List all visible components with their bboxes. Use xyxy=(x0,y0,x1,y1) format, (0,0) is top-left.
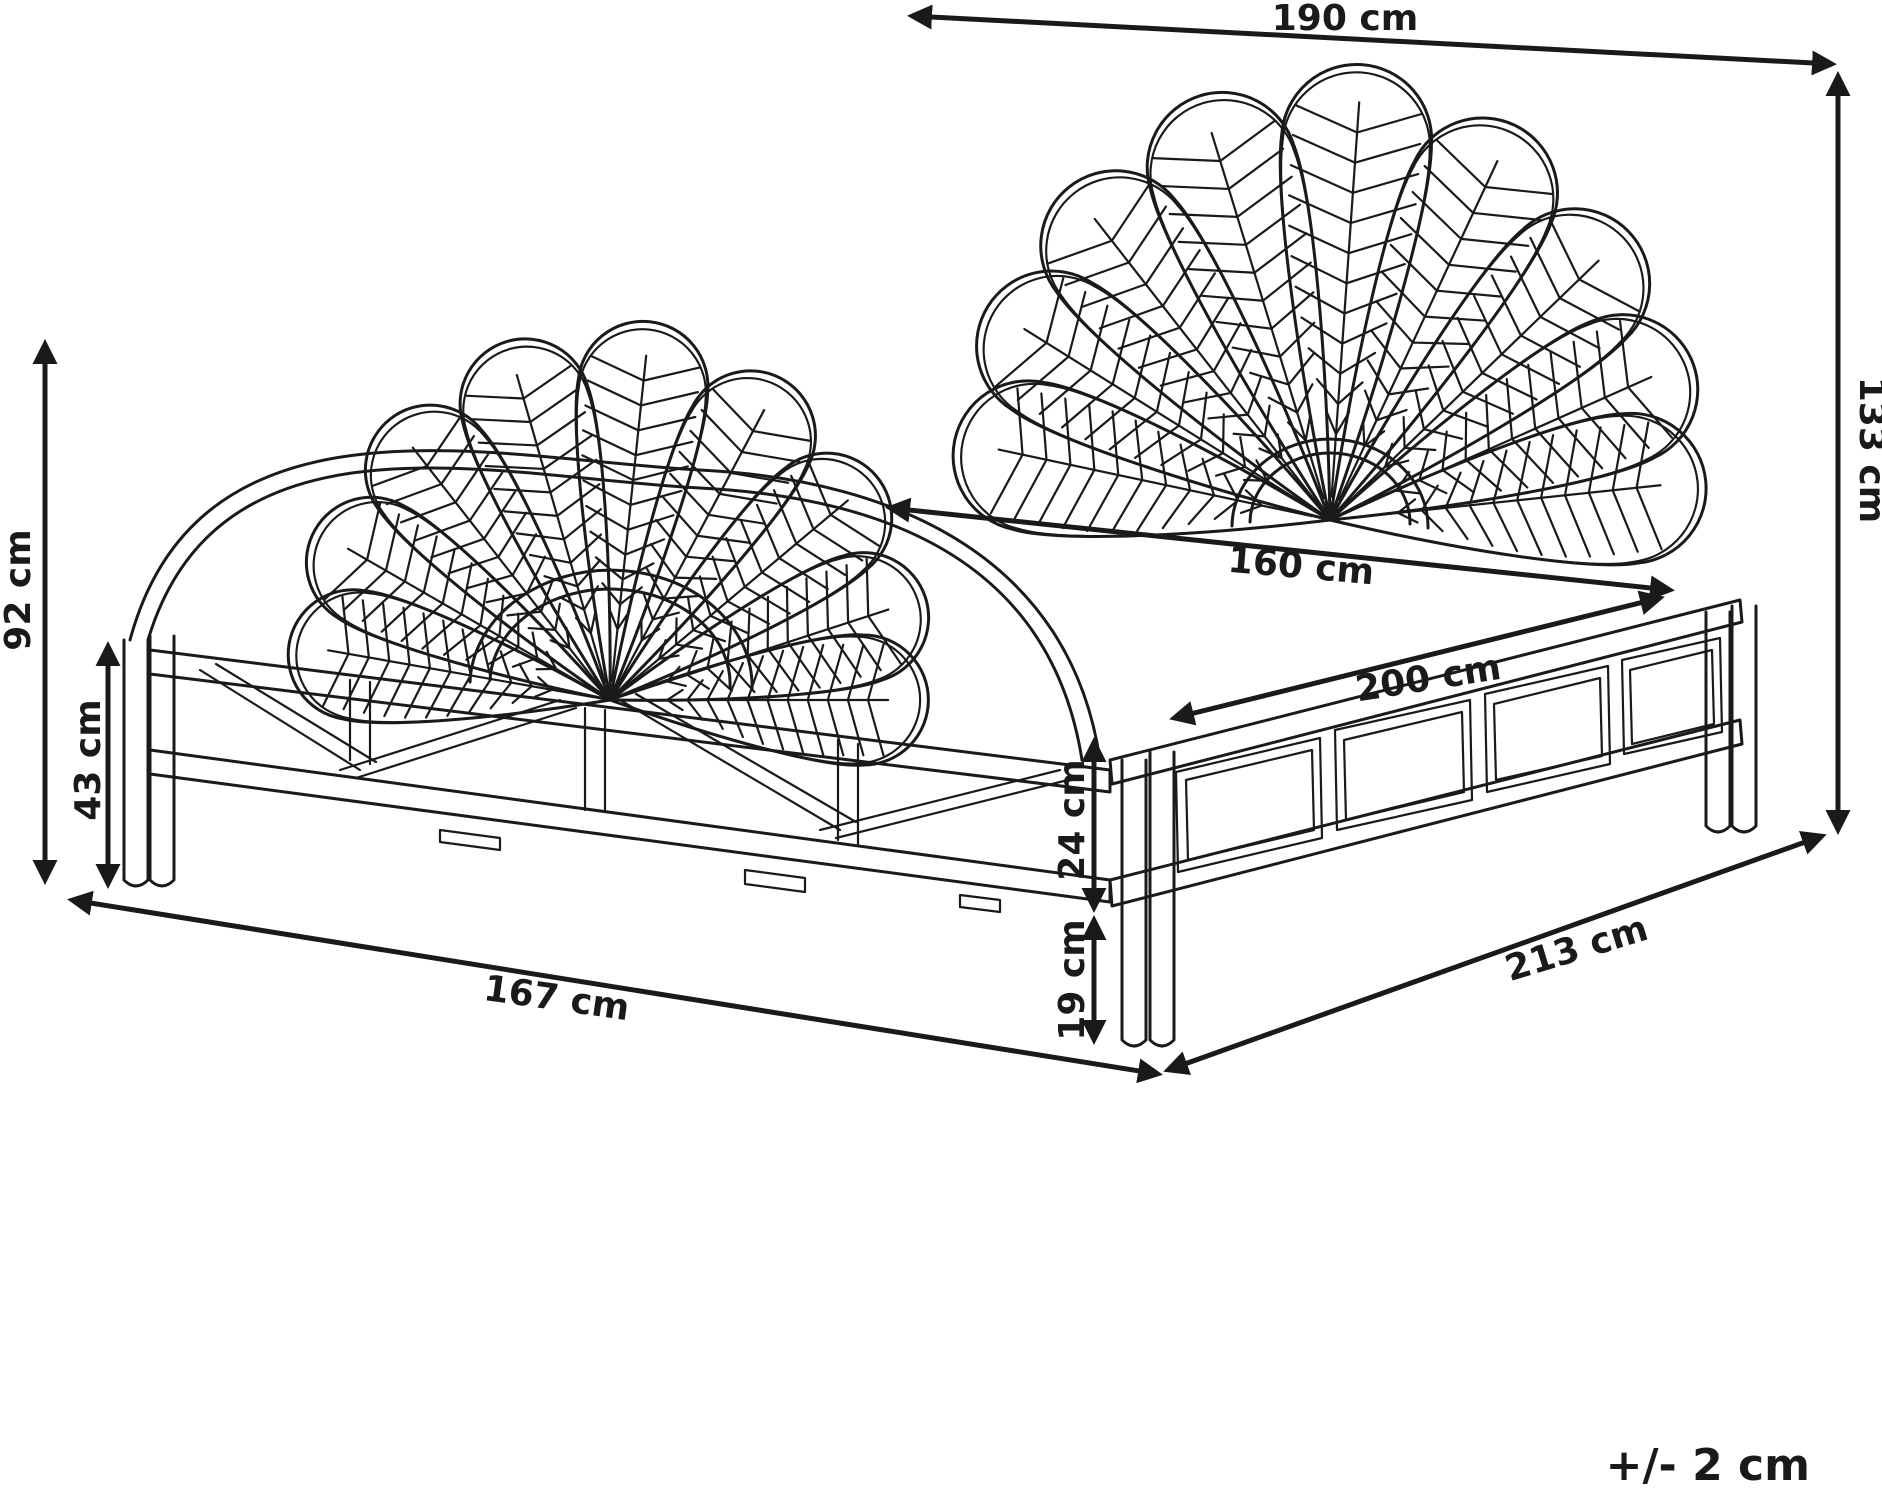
dimension-lines xyxy=(32,4,1851,1084)
headboard-petal-6 xyxy=(1328,116,1559,522)
dim-line-200 xyxy=(1169,590,1665,726)
dim-line-213 xyxy=(1163,830,1827,1076)
dim-line-160 xyxy=(885,497,1675,601)
footboard-petal-7 xyxy=(608,451,894,702)
label-frame-height: 43 cm xyxy=(68,699,109,820)
label-footboard-height: 92 cm xyxy=(0,529,39,650)
label-overall-length: 213 cm xyxy=(1501,908,1653,990)
headboard-petal-2 xyxy=(975,269,1332,522)
footboard-petals xyxy=(286,319,931,767)
headboard-petal-3 xyxy=(1039,169,1332,522)
headboard-petal-4 xyxy=(1145,90,1332,522)
footboard-petal-2 xyxy=(304,495,612,702)
footboard-petal-3 xyxy=(363,403,612,702)
label-overall-width: 167 cm xyxy=(481,968,632,1029)
headboard-petal-7 xyxy=(1328,207,1652,522)
label-headboard-height: 133 cm xyxy=(1851,377,1882,524)
label-tolerance: +/- 2 cm xyxy=(1606,1440,1810,1491)
headboard-petal-8 xyxy=(1328,313,1700,522)
footboard-petal-4 xyxy=(458,337,612,702)
footboard-petal-9 xyxy=(608,633,930,767)
headboard-petals xyxy=(951,62,1708,567)
label-leg-height: 19 cm xyxy=(1052,919,1093,1040)
dim-line-190 xyxy=(907,4,1837,76)
label-inner-width: 160 cm xyxy=(1226,540,1376,594)
bed-illustration xyxy=(122,62,1758,1048)
dim-line-167 xyxy=(67,890,1163,1084)
label-headboard-width: 190 cm xyxy=(1272,0,1419,39)
label-rail-height: 24 cm xyxy=(1052,759,1093,880)
